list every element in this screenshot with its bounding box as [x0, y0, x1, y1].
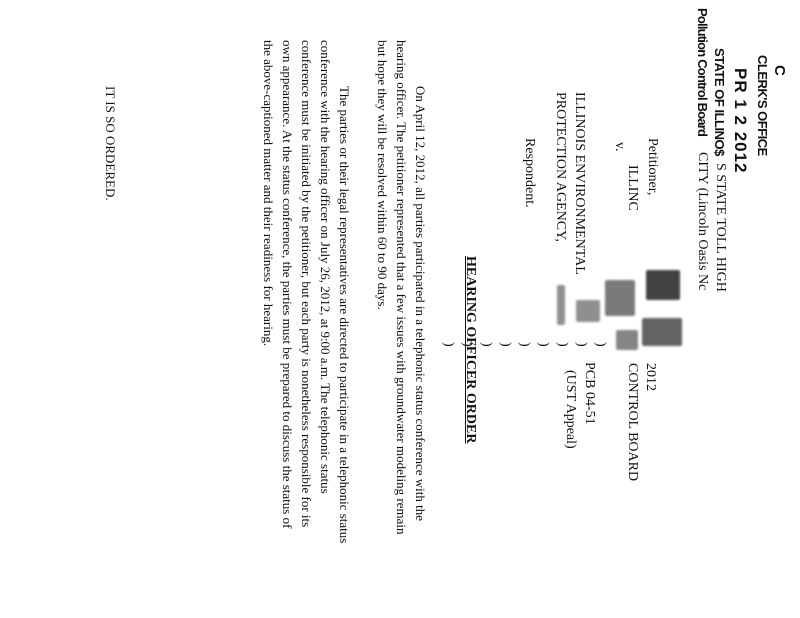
board-header-right: CONTROL BOARD: [625, 363, 640, 482]
case-type: (UST Appeal): [563, 370, 578, 449]
paragraph-1-line-1: On April 12, 2012, all parties participa…: [413, 86, 428, 522]
versus-label: v.: [612, 142, 627, 152]
paragraph-2-line-4: own appearance. At the status conference…: [280, 40, 295, 529]
respondent-label: Respondent.: [522, 138, 537, 208]
paragraph-2-line-1: The parties or their legal representativ…: [337, 86, 352, 544]
paragraph-2-line-3: conference must be initiated by the peti…: [299, 40, 314, 528]
paragraph-2-line-2: conference with the hearing officer on J…: [318, 40, 333, 494]
petitioner-name-line1: S STATE TOLL HIGH: [713, 163, 728, 292]
scan-smudge: [576, 300, 600, 322]
stamp-letter: C: [771, 65, 788, 76]
scan-smudge: [557, 285, 565, 325]
stamp-date: PR 1 2 2012: [731, 68, 750, 174]
respondent-name-line2: PROTECTION AGENCY,: [553, 92, 568, 242]
petitioner-name-line2: CITY (Lincoln Oasis Nc: [695, 152, 710, 291]
stamp-state: STATE OF ILLINO$: [712, 48, 727, 156]
paragraph-1-line-3: but hope they will be resolved within 60…: [375, 40, 390, 310]
scan-smudge: [616, 330, 638, 350]
case-number: PCB 04-51: [582, 362, 597, 425]
stamp-board: Pollution Control Board: [695, 8, 710, 137]
respondent-name-line1: ILLINOIS ENVIRONMENTAL: [572, 92, 587, 275]
board-header-left: ILLINC: [625, 165, 640, 211]
scan-smudge: [646, 270, 680, 300]
paragraph-1-line-2: hearing officer. The petitioner represen…: [394, 40, 409, 535]
scan-smudge: [642, 318, 682, 346]
petitioner-label: Petitioner,: [645, 138, 660, 196]
board-header-date: 2012: [643, 363, 658, 391]
paragraph-2-line-5: the above-captioned matter and their rea…: [261, 40, 276, 347]
scan-smudge: [605, 280, 635, 316]
so-ordered: IT IS SO ORDERED.: [103, 86, 118, 201]
stamp-office: CLERK'S OFFICE: [755, 55, 770, 156]
order-title: HEARING OFFICER ORDER: [463, 256, 478, 444]
